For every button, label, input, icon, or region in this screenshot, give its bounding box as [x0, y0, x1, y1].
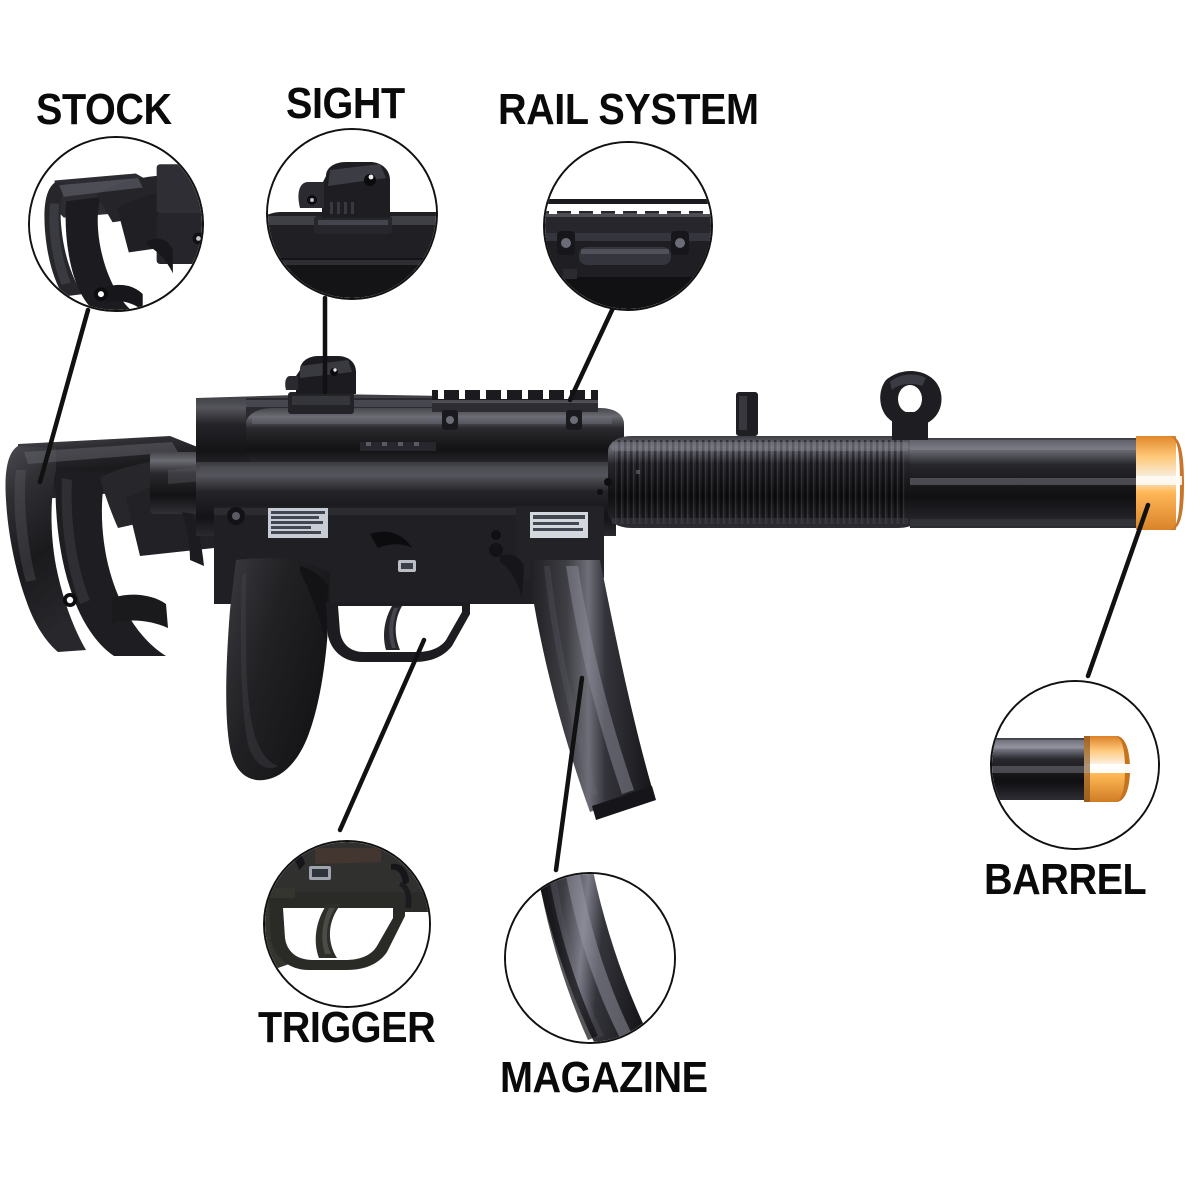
- callout-circle-trigger: [263, 840, 431, 1008]
- gun-part-front-post: [736, 392, 758, 436]
- callout-art-rail-system: [545, 143, 711, 309]
- callout-label-rail-system: RAIL SYSTEM: [498, 85, 759, 134]
- gun-part-trigger: [326, 602, 470, 662]
- callout-circle-stock: [28, 136, 204, 312]
- leader-line-stock: [37, 307, 91, 485]
- leader-line-barrel: [1085, 502, 1151, 679]
- callout-art-magazine: [506, 874, 674, 1042]
- gun-part-magazine: [500, 506, 656, 820]
- leader-line-rail: [567, 305, 616, 403]
- gun-part-pistol-grip: [226, 558, 330, 781]
- gun-part-misc-details: [597, 470, 640, 495]
- callout-art-sight: [268, 130, 436, 298]
- callout-label-barrel: BARREL: [984, 855, 1147, 904]
- callout-circle-barrel: [990, 680, 1160, 850]
- gun-part-rail-system: [360, 390, 598, 451]
- callout-art-trigger: [265, 842, 429, 1006]
- callout-art-stock: [30, 138, 202, 310]
- gun-part-front-sight: [880, 371, 942, 440]
- callout-label-stock: STOCK: [36, 85, 172, 134]
- leader-line-trigger: [337, 637, 427, 833]
- callout-label-magazine: MAGAZINE: [500, 1053, 708, 1102]
- leader-line-magazine: [553, 675, 585, 873]
- callout-art-barrel: [992, 682, 1158, 848]
- gun-part-handguard: [608, 436, 922, 528]
- callout-circle-magazine: [504, 872, 676, 1044]
- callout-label-trigger: TRIGGER: [258, 1003, 436, 1052]
- gun-part-upper-receiver: [196, 394, 624, 604]
- callout-circle-sight: [266, 128, 438, 300]
- callout-circle-rail-system: [543, 141, 713, 311]
- gun-part-barrel: [910, 436, 1184, 530]
- callout-label-sight: SIGHT: [286, 79, 405, 128]
